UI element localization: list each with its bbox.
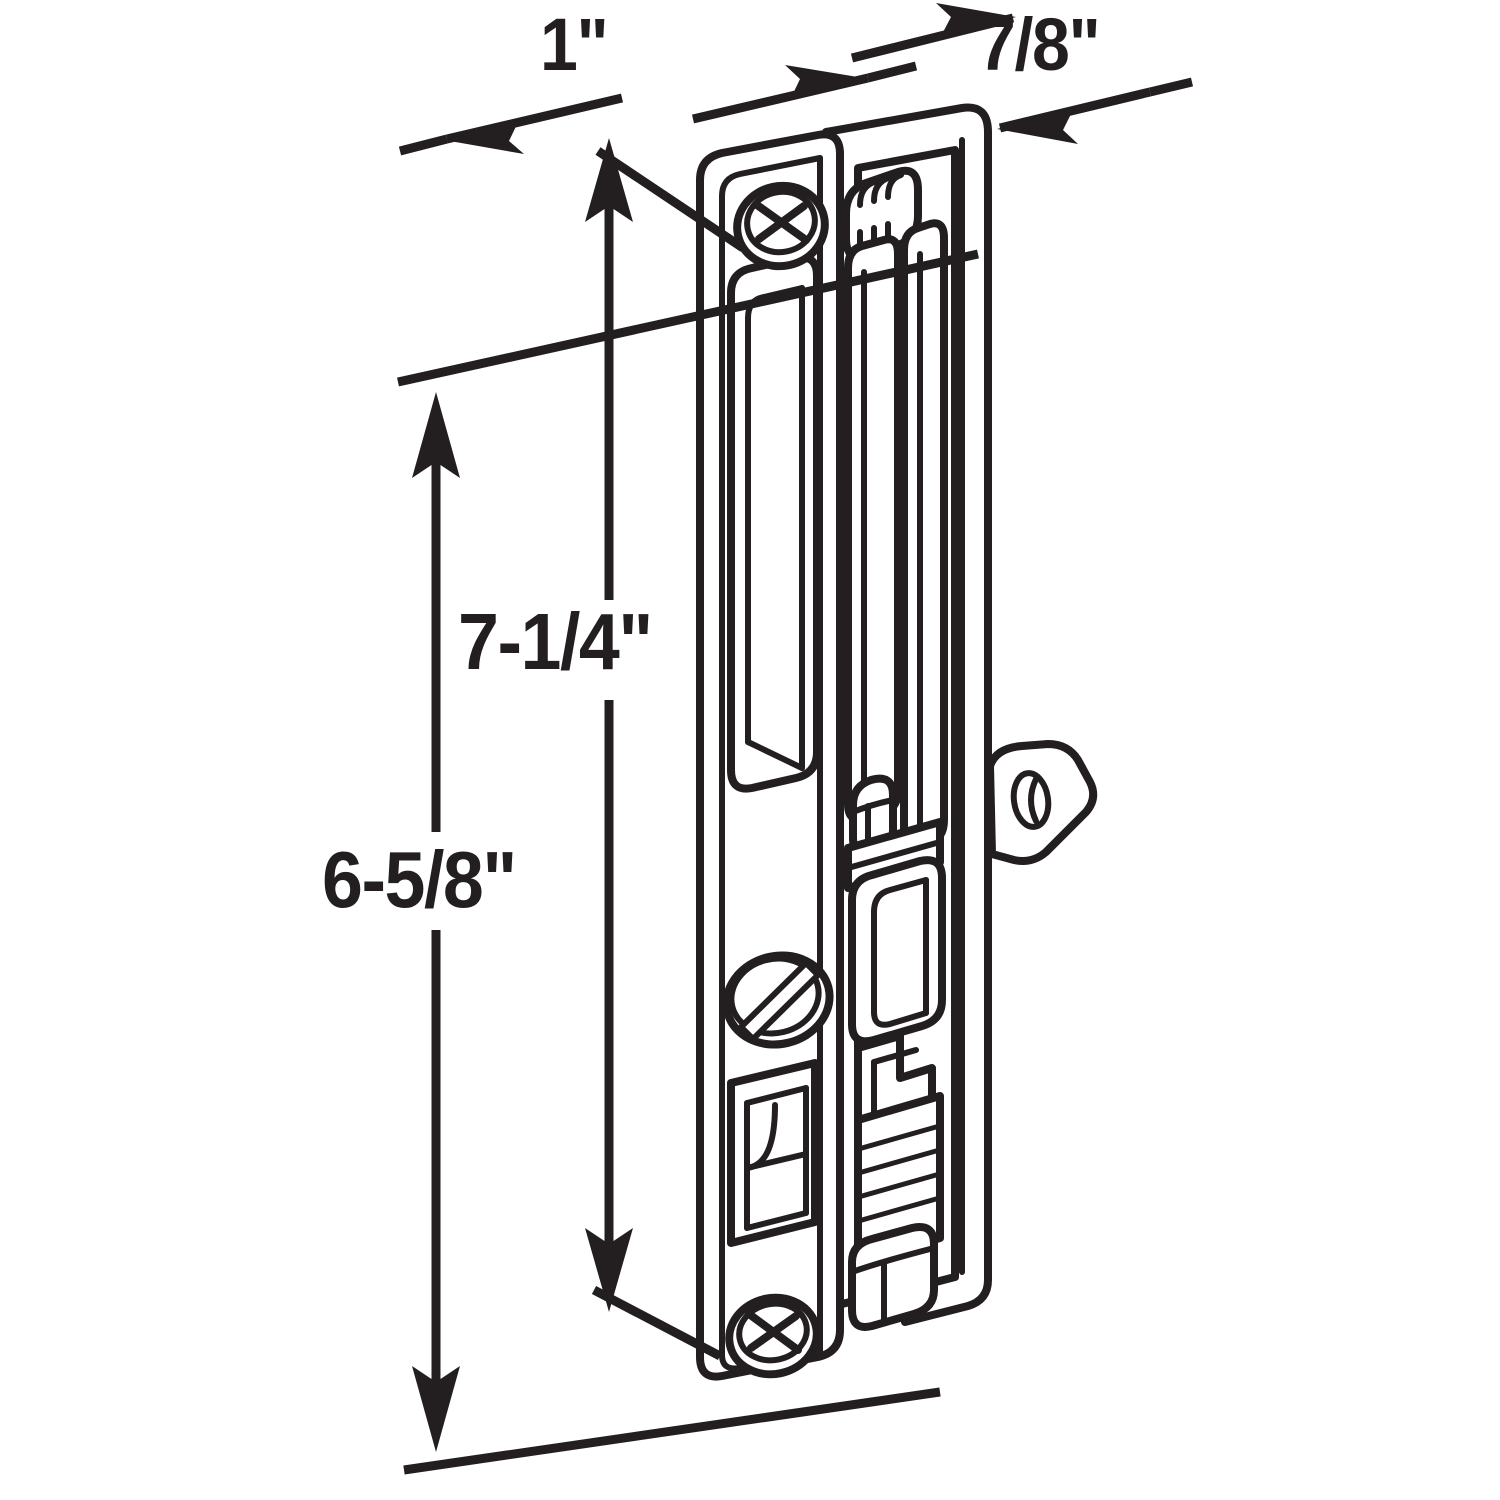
latch-slot — [727, 1059, 819, 1247]
dimension-6-5-8 — [397, 249, 979, 1475]
dimension-1in — [398, 61, 918, 156]
phillips-screw-top — [733, 181, 829, 271]
dimension-label-screw-spacing: 7-1/4" — [458, 597, 653, 686]
dimension-label-width: 1" — [540, 3, 609, 86]
dimension-label-overall-length: 6-5/8" — [322, 835, 517, 924]
thumb-turn-lever — [986, 740, 1098, 865]
phillips-screw-bottom — [725, 1293, 821, 1379]
slotted-screw-center — [722, 951, 834, 1049]
dimension-label-depth: 7/8" — [978, 3, 1101, 86]
dimension-7-1-4 — [585, 138, 746, 1360]
handle-pull-recess — [727, 253, 821, 793]
internal-latch-mechanism — [844, 219, 948, 1331]
dimension-78 — [850, 3, 1194, 144]
